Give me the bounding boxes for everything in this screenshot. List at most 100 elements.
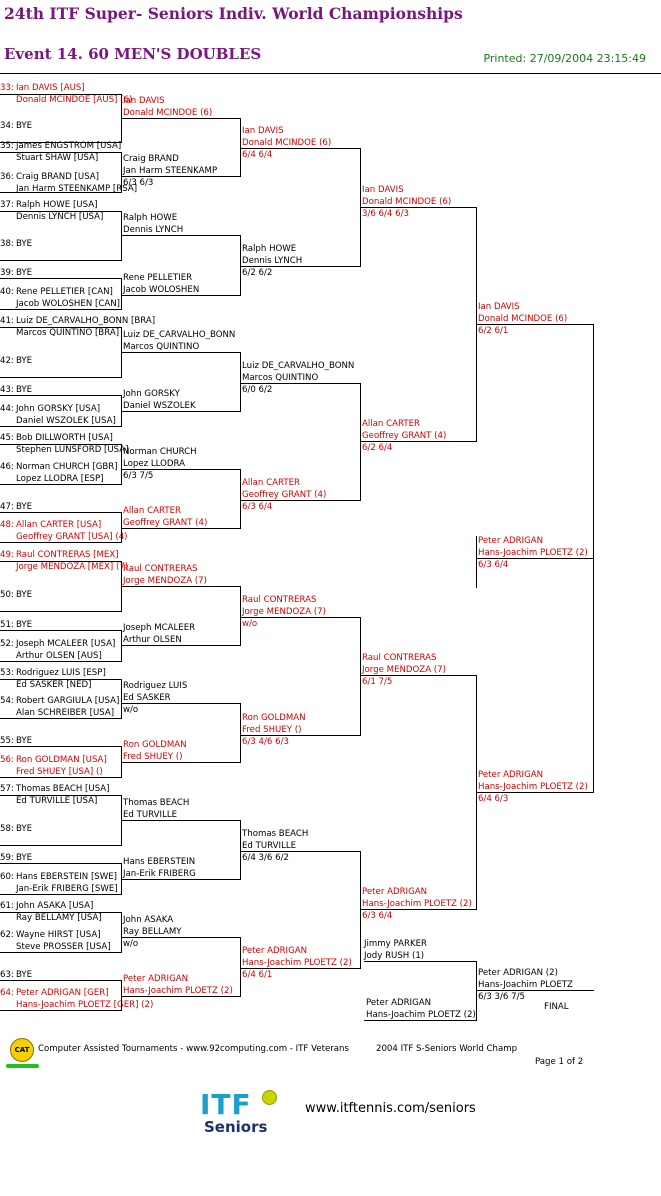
player-name: Joseph MCALEER [123,623,196,633]
r2-line-top [121,118,240,119]
entry-number: 37: [0,200,14,210]
r2-line-bottom [121,996,240,997]
player-name: James ENGSTROM [USA] [16,141,122,151]
player-name: Thomas BEACH [242,829,309,839]
r2-line-bottom [121,176,240,177]
entry-number: 44: [0,404,14,414]
match-score: 6/4 6/1 [242,970,273,980]
entry-number: 49: [0,550,14,560]
player-name: Stuart SHAW [USA] [16,153,99,163]
player-name: Marcos QUINTINO [123,342,200,352]
r1-connector [121,444,122,485]
r1-line-bottom [0,1010,121,1011]
player-name: Hans EBERSTEIN [SWE] [16,872,118,882]
player-name: Geoffrey GRANT [USA] (4) [16,532,128,542]
r1-line-top [0,863,121,864]
semifinal-connector [476,536,477,588]
player-name: Ed SASKER [123,693,171,703]
r3-connector [360,851,361,969]
player-name: Allan CARTER [362,419,420,429]
player-name: Arthur OLSEN [123,635,182,645]
r1-line-bottom [0,777,121,778]
r1-connector [121,679,122,719]
player-name: Ron GOLDMAN [242,713,306,723]
semifinal-line [476,558,593,559]
player-name: Thomas BEACH [123,798,190,808]
r1-connector [121,512,122,543]
entry-number: 55: [0,736,14,746]
player-name: Ian DAVIS [478,302,520,312]
player-name: Ed SASKER [NED] [16,680,92,690]
r1-line-bottom [0,309,121,310]
player-name: Ray BELLAMY [USA] [16,913,102,923]
player-name: Donald MCINDOE (6) [478,314,568,324]
player-name: Hans-Joachim PLOETZ (2) [366,1010,476,1020]
r1-line-bottom [0,260,121,261]
player-name: Jorge MENDOZA (7) [242,607,326,617]
itf-logo-seniors: Seniors [204,1118,268,1136]
r1-connector [121,278,122,310]
r1-line-top [0,278,121,279]
player-name: Craig BRAND [123,154,179,164]
player-name: Fred SHUEY () [242,725,302,735]
player-name: Hans-Joachim PLOETZ (2) [362,899,472,909]
player-name: Geoffrey GRANT (4) [242,490,327,500]
player-name: Hans-Joachim PLOETZ (2) [478,548,588,558]
player-name: BYE [16,356,33,366]
r1-connector [121,211,122,261]
player-name: Hans-Joachim PLOETZ [GER] (2) [16,1000,154,1010]
player-name: Fred SHUEY [USA] () [16,767,103,777]
player-name: Luiz DE_CARVALHO_BONN [BRA] [16,316,156,326]
final-winner-line [476,990,594,991]
r2-line-top [121,352,240,353]
player-name: BYE [16,590,33,600]
match-score: 6/3 6/3 [123,178,154,188]
match-score: 6/2 6/4 [362,443,393,453]
r3-line-bottom [240,266,360,267]
entry-number: 51: [0,620,14,630]
player-name: Allan CARTER [123,506,181,516]
player-name: Ian DAVIS [242,126,284,136]
player-name: Craig BRAND [USA] [16,172,100,182]
r3-line-bottom [240,968,360,969]
r1-line-bottom [0,192,121,193]
player-name: Raul CONTRERAS [362,653,437,663]
r5-connector [593,324,594,793]
r1-connector [121,980,122,1011]
player-name: Hans-Joachim PLOETZ [478,980,573,990]
player-name: Lopez LLODRA [123,459,186,469]
match-score: w/o [123,705,139,715]
player-name: Ray BELLAMY [123,927,182,937]
r2-connector [240,235,241,296]
entry-number: 38: [0,239,14,249]
entry-number: 53: [0,668,14,678]
match-score: 6/3 6/4 [242,502,273,512]
player-name: Luiz DE_CARVALHO_BONN [242,361,355,371]
entry-number: 43: [0,385,14,395]
player-name: Daniel WSZOLEK [USA] [16,416,116,426]
player-name: Dennis LYNCH [123,225,184,235]
player-name: Jan Harm STEENKAMP [123,166,218,176]
r4-line-bottom [360,441,476,442]
player-name: BYE [16,970,33,980]
r2-line-bottom [121,295,240,296]
player-name: Ian DAVIS [123,96,165,106]
final-line-bottom [364,1020,476,1021]
entry-number: 40: [0,287,14,297]
player-name: Joseph MCALEER [USA] [16,639,116,649]
player-name: BYE [16,121,33,131]
r3-connector [360,617,361,736]
player-name: Ed TURVILLE [USA] [16,796,98,806]
match-score: w/o [242,619,258,629]
r2-line-bottom [121,879,240,880]
player-name: Donald MCINDOE (6) [362,197,452,207]
player-name: Peter ADRIGAN [478,770,544,780]
player-name: Raul CONTRERAS [MEX] [16,550,119,560]
entry-number: 48: [0,520,14,530]
r2-line-bottom [121,411,240,412]
player-name: Allan CARTER [USA] [16,520,102,530]
player-name: Raul CONTRERAS [242,595,317,605]
entry-number: 62: [0,930,14,940]
match-score: 6/3 6/4 [362,911,393,921]
final-label: FINAL [544,1002,569,1012]
